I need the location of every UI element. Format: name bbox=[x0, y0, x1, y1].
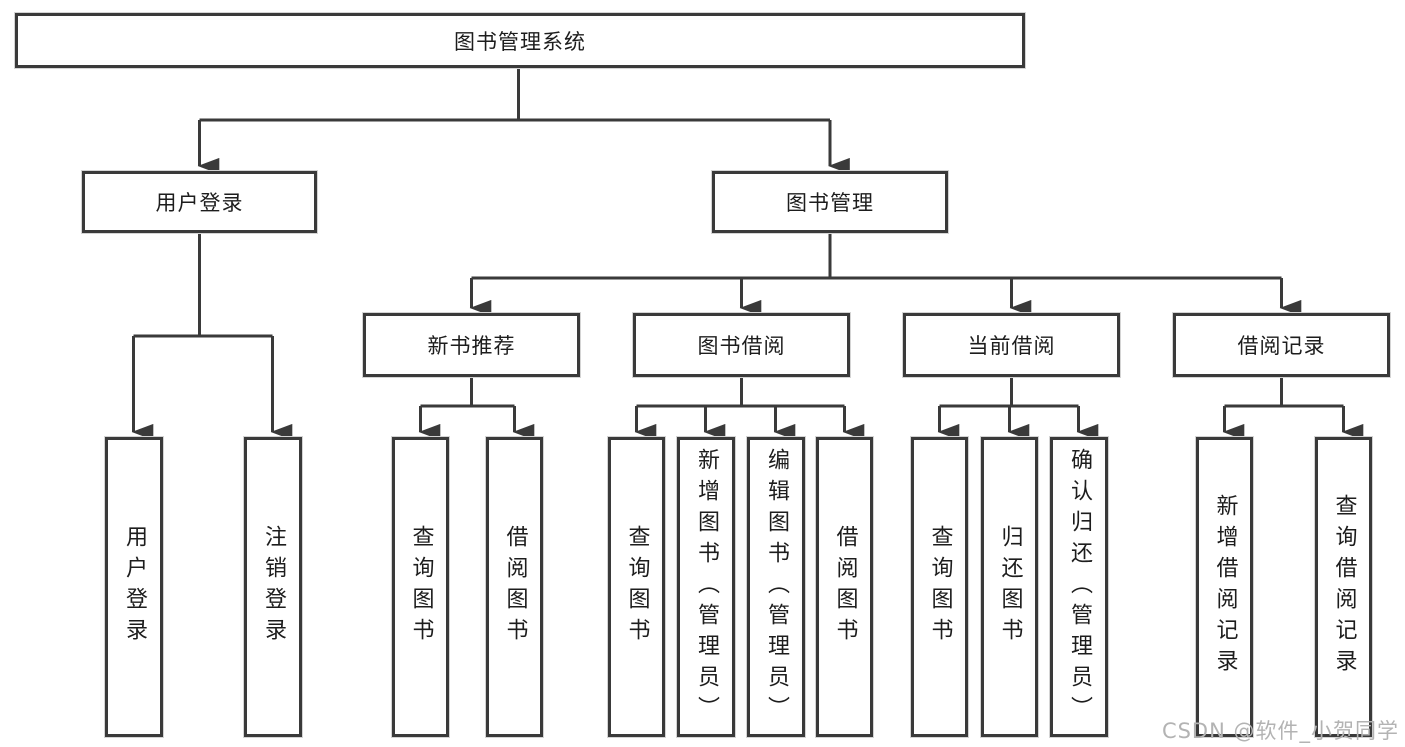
edges-book-borrowing-to-leaves bbox=[634, 377, 865, 441]
node-label: 新增借阅记录 bbox=[1212, 494, 1238, 680]
edges-new-book-recommend-to-leaves bbox=[418, 377, 535, 441]
edges-borrow-records-to-leaves bbox=[1222, 377, 1364, 441]
node-borrow-records: 借阅记录 bbox=[1173, 313, 1390, 377]
node-user-login: 用户登录 bbox=[82, 171, 317, 233]
leaf-br-add-record: 新增借阅记录 bbox=[1196, 437, 1253, 737]
leaf-cb-return-books: 归还图书 bbox=[981, 437, 1038, 737]
node-label: 归还图书 bbox=[997, 525, 1023, 649]
node-label: 编辑图书（管理员） bbox=[764, 447, 789, 727]
leaf-bb-query-books: 查询图书 bbox=[608, 437, 665, 737]
node-label: 用户登录 bbox=[155, 191, 244, 215]
edges-root-to-level2 bbox=[197, 68, 850, 175]
edges-current-borrowing-to-leaves bbox=[937, 377, 1099, 441]
leaf-bb-borrow-books: 借阅图书 bbox=[816, 437, 873, 737]
node-new-book-recommend: 新书推荐 bbox=[363, 313, 580, 377]
node-label: 当前借阅 bbox=[967, 334, 1056, 358]
node-label: 确认归还（管理员） bbox=[1067, 447, 1092, 727]
node-label: 查询图书 bbox=[624, 525, 650, 649]
node-label: 注销登录 bbox=[261, 525, 286, 649]
leaf-nb-query-books: 查询图书 bbox=[392, 437, 449, 737]
node-label: 图书借阅 bbox=[697, 334, 786, 358]
leaf-nb-borrow-books: 借阅图书 bbox=[486, 437, 543, 737]
edges-book-management-to-level3 bbox=[469, 233, 1302, 317]
leaf-bb-edit-books-admin: 编辑图书（管理员） bbox=[747, 437, 805, 737]
node-label: 借阅图书 bbox=[832, 525, 858, 649]
leaf-user-login: 用户登录 bbox=[105, 437, 163, 737]
node-label: 借阅记录 bbox=[1237, 334, 1326, 358]
csdn-watermark: CSDN @软件_小贺同学 bbox=[1161, 719, 1399, 743]
node-label: 查询借阅记录 bbox=[1331, 494, 1357, 680]
node-label: 图书管理系统 bbox=[454, 29, 586, 54]
leaf-logout: 注销登录 bbox=[244, 437, 302, 737]
node-label: 借阅图书 bbox=[502, 525, 528, 649]
leaf-br-query-record: 查询借阅记录 bbox=[1315, 437, 1372, 737]
node-root-library-management-system: 图书管理系统 bbox=[15, 13, 1025, 68]
node-book-borrowing: 图书借阅 bbox=[633, 313, 850, 377]
leaf-bb-add-books-admin: 新增图书（管理员） bbox=[677, 437, 735, 737]
node-label: 用户登录 bbox=[122, 525, 147, 649]
leaf-cb-confirm-return-admin: 确认归还（管理员） bbox=[1050, 437, 1108, 737]
leaf-cb-query-books: 查询图书 bbox=[911, 437, 968, 737]
node-book-management: 图书管理 bbox=[712, 171, 948, 233]
node-current-borrowing: 当前借阅 bbox=[903, 313, 1120, 377]
edges-user-login-to-leaves bbox=[131, 233, 293, 441]
node-label: 新书推荐 bbox=[427, 334, 516, 358]
node-label: 查询图书 bbox=[927, 525, 953, 649]
node-label: 查询图书 bbox=[408, 525, 434, 649]
node-label: 新增图书（管理员） bbox=[694, 447, 719, 727]
node-label: 图书管理 bbox=[786, 191, 874, 215]
